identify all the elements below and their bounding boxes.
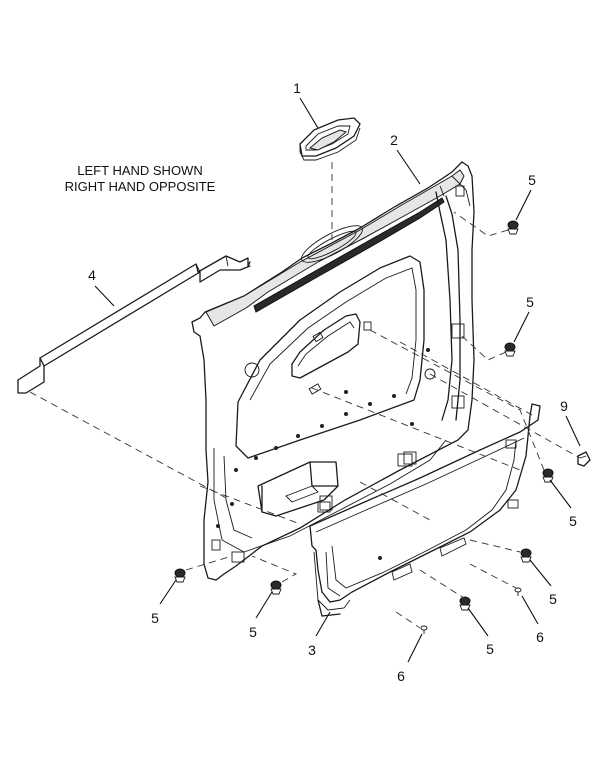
callout-1: 1: [293, 80, 301, 96]
screw-5-bottom-left-1: [174, 568, 186, 583]
part-3-lower-panel: [309, 403, 541, 617]
part-4-stiffener-bar: [17, 255, 251, 394]
note-line-2: RIGHT HAND OPPOSITE: [65, 179, 216, 194]
screw-5-right-low: [520, 548, 532, 563]
leader-lines: [94, 97, 581, 663]
note-line-1: LEFT HAND SHOWN: [77, 163, 202, 178]
callout-4: 4: [88, 267, 96, 283]
callout-5-c: 5: [569, 513, 577, 529]
callout-5-a: 5: [528, 172, 536, 188]
callout-2: 2: [390, 132, 398, 148]
callout-9: 9: [560, 398, 568, 414]
callout-5-f: 5: [151, 610, 159, 626]
screw-5-bottom-mid: [459, 596, 471, 611]
part-9-clip: [577, 451, 591, 467]
callout-3: 3: [308, 642, 316, 658]
callout-labels: 1 2 4 5 5 9 5 5 6 5 5 5 3 6: [88, 80, 577, 684]
panel-fastener-holes: [216, 348, 430, 528]
callout-5-g: 5: [249, 624, 257, 640]
screw-fasteners: [174, 220, 554, 634]
screw-5-bottom-left-2: [270, 580, 282, 595]
callout-5-b: 5: [526, 294, 534, 310]
part-2-door-trim-panel: [191, 161, 475, 581]
pin-6-bottom: [420, 625, 428, 634]
assembly-dashed-lines: [29, 162, 581, 629]
pin-6-right: [514, 587, 522, 596]
screw-5-top-right-1: [507, 220, 519, 235]
screw-5-top-right-2: [504, 342, 516, 357]
callout-6-b: 6: [397, 668, 405, 684]
callout-5-d: 5: [549, 591, 557, 607]
callout-6-a: 6: [536, 629, 544, 645]
screw-5-right-mid: [542, 468, 554, 483]
part-1-handle-bezel: [299, 117, 361, 161]
callout-5-e: 5: [486, 641, 494, 657]
diagram-note: LEFT HAND SHOWN RIGHT HAND OPPOSITE: [65, 163, 216, 194]
